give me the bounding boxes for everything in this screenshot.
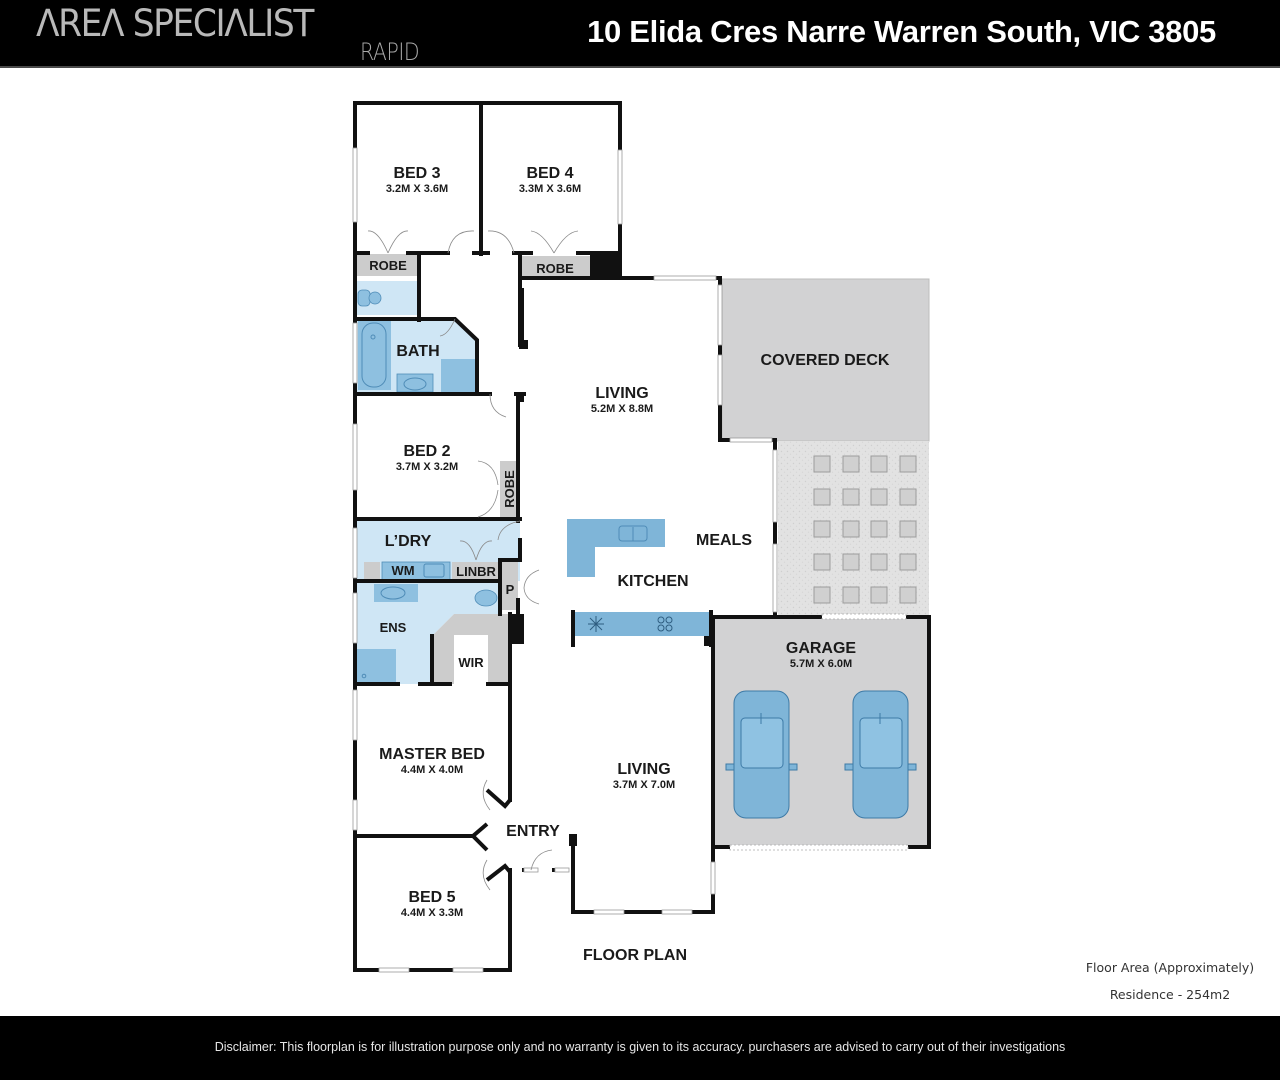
bath-shower bbox=[441, 359, 477, 392]
robe-bed3-area bbox=[355, 254, 420, 276]
garage-dims: 5.7M X 6.0M bbox=[790, 658, 852, 670]
robe-bed4-label: ROBE bbox=[536, 261, 574, 276]
living-front-label: LIVING bbox=[617, 761, 670, 778]
robe-bed4-area bbox=[522, 256, 590, 278]
ensuite-label: ENS bbox=[380, 620, 407, 635]
cooktop-icon bbox=[657, 616, 673, 632]
footer-bar: Disclaimer: This floorplan is for illust… bbox=[0, 1016, 1280, 1080]
pantry-area bbox=[500, 562, 518, 610]
master-bed-label: MASTER BED bbox=[379, 746, 485, 763]
wm-label: WM bbox=[391, 563, 414, 578]
kitchen-island bbox=[567, 519, 665, 577]
floor-area-heading: Floor Area (Approximately) bbox=[1085, 960, 1255, 975]
brand-logo: ΛREΛ SPECIΛLIST bbox=[36, 2, 314, 45]
laundry-label: L’DRY bbox=[385, 533, 432, 550]
residence-area: Residence - 254m2 bbox=[1109, 987, 1231, 1002]
rangehood-icon bbox=[588, 616, 604, 632]
linen-label: LINBR bbox=[456, 564, 496, 579]
bed4-dims: 3.3M X 3.6M bbox=[519, 183, 581, 195]
header-bar: ΛREΛ SPECIΛLIST RAPID 10 Elida Cres Narr… bbox=[0, 0, 1280, 68]
toilet-icon-bath bbox=[357, 289, 371, 307]
door-swings bbox=[367, 230, 579, 891]
robe-bed3-label: ROBE bbox=[369, 258, 407, 273]
pantry-label: P bbox=[506, 582, 515, 597]
wir-label: WIR bbox=[458, 655, 484, 670]
brand-subtitle: RAPID bbox=[360, 38, 420, 66]
robe-bed2-area bbox=[500, 461, 518, 517]
living-main-dims: 5.2M X 8.8M bbox=[591, 403, 653, 415]
bed5-label: BED 5 bbox=[408, 889, 455, 906]
living-front-dims: 3.7M X 7.0M bbox=[613, 779, 675, 791]
paver-tiles bbox=[813, 455, 917, 604]
robe-bed2-label: ROBE bbox=[502, 470, 517, 508]
covered-deck-label: COVERED DECK bbox=[761, 352, 890, 369]
floor-plan-title: FLOOR PLAN bbox=[583, 947, 687, 964]
linen-area bbox=[452, 562, 500, 580]
living-main-label: LIVING bbox=[595, 385, 648, 402]
bed3-label: BED 3 bbox=[393, 165, 440, 182]
property-address: 10 Elida Cres Narre Warren South, VIC 38… bbox=[587, 14, 1216, 49]
car-icon-left bbox=[725, 690, 798, 819]
bed3-dims: 3.2M X 3.6M bbox=[386, 183, 448, 195]
garage-label: GARAGE bbox=[786, 640, 857, 657]
car-icon-right bbox=[844, 690, 917, 819]
floor-area-info: Floor Area (Approximately) Residence - 2… bbox=[1070, 960, 1270, 1014]
bed2-label: BED 2 bbox=[403, 443, 450, 460]
laundry-cabinet bbox=[364, 562, 380, 580]
covered-deck-area bbox=[721, 278, 930, 442]
bath-vanity bbox=[396, 373, 434, 393]
bed4-label: BED 4 bbox=[526, 165, 573, 182]
entry-label: ENTRY bbox=[506, 823, 560, 840]
bed2-dims: 3.7M X 3.2M bbox=[396, 461, 458, 473]
garage-door-front bbox=[729, 844, 909, 851]
kitchen-label: KITCHEN bbox=[617, 573, 688, 590]
ensuite-shower bbox=[356, 649, 396, 684]
bed5-dims: 4.4M X 3.3M bbox=[401, 907, 463, 919]
laundry-tub bbox=[423, 563, 445, 578]
garage-door-rear bbox=[821, 613, 907, 620]
master-bed-dims: 4.4M X 4.0M bbox=[401, 764, 463, 776]
bathtub-icon bbox=[361, 322, 387, 388]
disclaimer-text: Disclaimer: This floorplan is for illust… bbox=[214, 1040, 1066, 1054]
robe-bed4-dark bbox=[590, 254, 620, 278]
wir-inner bbox=[454, 635, 488, 684]
windows bbox=[352, 147, 778, 973]
ensuite-toilet bbox=[474, 589, 498, 607]
meals-label: MEALS bbox=[696, 532, 752, 549]
bath-label: BATH bbox=[396, 343, 439, 360]
